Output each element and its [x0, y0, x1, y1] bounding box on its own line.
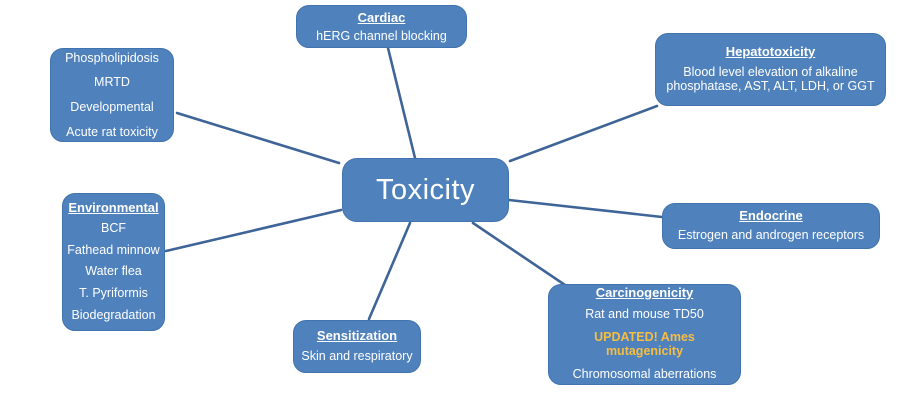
- node-environmental-title: Environmental: [68, 199, 159, 215]
- node-environmental-line: T. Pyriformis: [79, 286, 148, 301]
- node-environmental: Environmental BCF Fathead minnow Water f…: [62, 193, 165, 331]
- node-endocrine-title: Endocrine: [739, 207, 803, 223]
- node-sensitization: Sensitization Skin and respiratory: [293, 320, 421, 373]
- node-carcinogenicity-line: Rat and mouse TD50: [585, 306, 704, 321]
- node-environmental-line: Water flea: [85, 264, 142, 279]
- node-general-line: Phospholipidosis: [65, 50, 159, 65]
- node-sensitization-title: Sensitization: [316, 328, 398, 344]
- node-endocrine-line: Estrogen and androgen receptors: [677, 228, 865, 243]
- node-carcinogenicity-title: Carcinogenicity: [595, 285, 694, 301]
- connector-hepatotoxicity: [508, 104, 659, 163]
- node-cardiac-line: hERG channel blocking: [316, 28, 447, 43]
- node-sensitization-line: Skin and respiratory: [301, 348, 413, 363]
- connector-environmental: [164, 208, 343, 253]
- node-general-toxicity: Phospholipidosis MRTD Developmental Acut…: [50, 48, 174, 142]
- node-carcinogenicity-updated-line: UPDATED! Ames mutagenicity: [594, 329, 695, 359]
- connector-endocrine: [507, 198, 664, 219]
- center-label: Toxicity: [375, 173, 476, 206]
- node-carcinogenicity-line: Chromosomal aberrations: [572, 367, 717, 382]
- connector-cardiac: [386, 46, 417, 160]
- node-hepatotoxicity: Hepatotoxicity Blood level elevation of …: [655, 33, 886, 106]
- node-environmental-line: BCF: [101, 220, 126, 235]
- connector-carcinogenicity: [471, 221, 567, 287]
- node-general-line: Acute rat toxicity: [66, 124, 158, 139]
- node-environmental-line: Fathead minnow: [67, 242, 160, 257]
- node-general-line: MRTD: [94, 75, 130, 90]
- node-endocrine: Endocrine Estrogen and androgen receptor…: [662, 203, 880, 249]
- node-cardiac: Cardiac hERG channel blocking: [296, 5, 467, 48]
- node-carcinogenicity: Carcinogenicity Rat and mouse TD50 UPDAT…: [548, 284, 741, 385]
- connector-sensitization: [367, 221, 412, 321]
- node-general-line: Developmental: [70, 100, 154, 114]
- connector-general: [175, 111, 341, 165]
- node-cardiac-title: Cardiac: [357, 10, 406, 26]
- node-toxicity-center: Toxicity: [342, 158, 509, 222]
- node-environmental-line: Biodegradation: [71, 307, 156, 322]
- node-hepatotoxicity-title: Hepatotoxicity: [725, 43, 816, 59]
- node-hepatotoxicity-line: Blood level elevation of alkaline phosph…: [666, 64, 875, 94]
